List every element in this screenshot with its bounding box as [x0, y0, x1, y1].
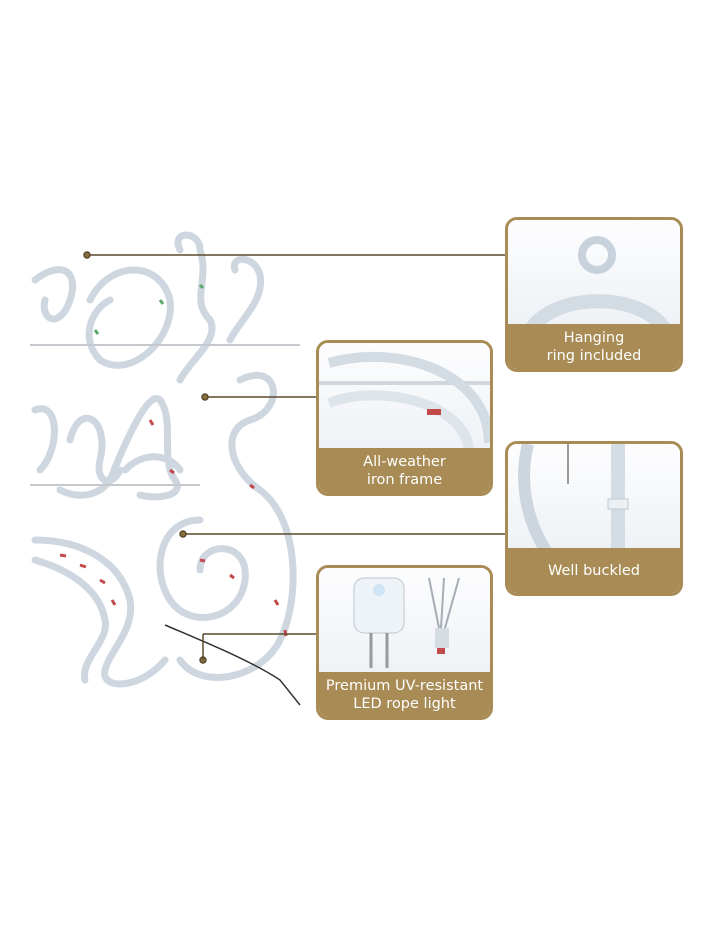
hanging-ring-photo [508, 220, 680, 330]
hanging-ring-icon [522, 236, 674, 330]
callout-label: Premium UV-resistant LED rope light [319, 672, 490, 717]
callout-label: All-weather iron frame [319, 448, 490, 493]
iron-frame-icon [319, 351, 490, 453]
callout-hanging-ring: Hanging ring included [505, 217, 683, 372]
callout-label: Well buckled [508, 548, 680, 593]
callout-iron-frame: All-weather iron frame [316, 340, 493, 496]
buckle-icon [518, 444, 629, 554]
iron-frame-photo [319, 343, 490, 453]
callout-well-buckled: Well buckled [505, 441, 683, 596]
callout-label: Hanging ring included [508, 324, 680, 369]
led-bulb-photo [319, 568, 490, 673]
callout-led-rope-light: Premium UV-resistant LED rope light [316, 565, 493, 720]
buckle-photo [508, 444, 680, 554]
led-bulb-icon [353, 577, 460, 668]
